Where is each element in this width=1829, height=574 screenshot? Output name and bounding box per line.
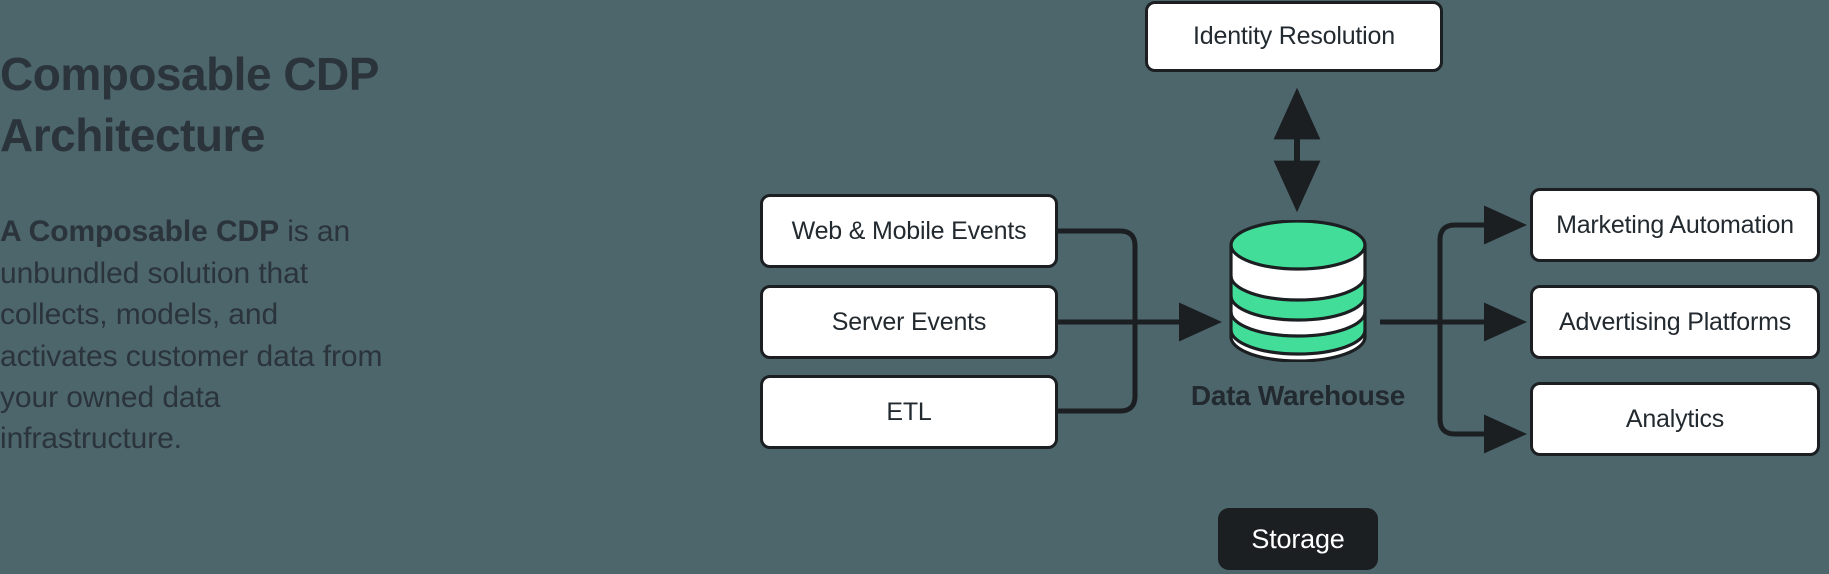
warehouse-caption: Data Warehouse	[1190, 380, 1406, 411]
node-identity-resolution[interactable]: Identity Resolution	[1145, 1, 1443, 72]
intro-paragraph-rest: is an unbundled solution that collects, …	[0, 215, 383, 456]
node-advertising-platforms[interactable]: Advertising Platforms	[1530, 285, 1820, 359]
page-title: Composable CDP Architecture	[0, 48, 379, 161]
node-server-events[interactable]: Server Events	[760, 285, 1058, 359]
node-advertising-platforms-label: Advertising Platforms	[1559, 307, 1791, 336]
node-etl-label: ETL	[886, 397, 932, 426]
node-server-events-label: Server Events	[831, 307, 987, 336]
node-identity-resolution-label: Identity Resolution	[1193, 22, 1395, 50]
node-marketing-automation-label: Marketing Automation	[1556, 210, 1794, 239]
node-analytics-label: Analytics	[1625, 404, 1725, 433]
storage-badge[interactable]: Storage	[1218, 508, 1378, 570]
intro-paragraph: A Composable CDP is an unbundled solutio…	[0, 165, 400, 459]
arrow-to-marketing	[1437, 205, 1527, 245]
intro-paragraph-lead: A Composable CDP	[0, 215, 279, 249]
database-cylinder-icon	[1228, 219, 1368, 363]
storage-badge-label: Storage	[1251, 523, 1345, 554]
node-web-mobile-events[interactable]: Web & Mobile Events	[760, 194, 1058, 268]
node-web-mobile-events-label: Web & Mobile Events	[791, 216, 1027, 245]
node-etl[interactable]: ETL	[760, 375, 1058, 449]
node-marketing-automation[interactable]: Marketing Automation	[1530, 188, 1820, 262]
intro-text-block: Composable CDP Architecture A Composable…	[0, 44, 440, 460]
source-merge-bus	[1058, 228, 1138, 414]
arrow-to-analytics	[1437, 414, 1527, 454]
node-analytics[interactable]: Analytics	[1530, 382, 1820, 456]
